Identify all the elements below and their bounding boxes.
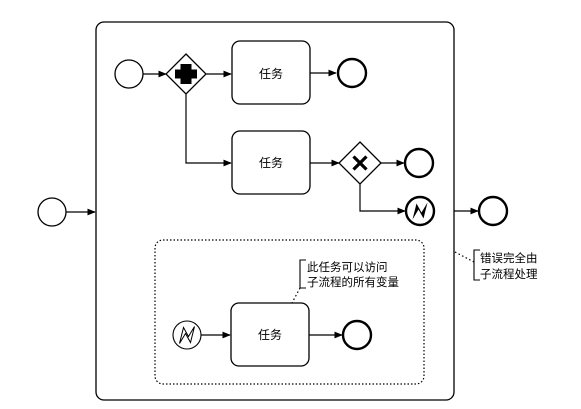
- annotation-line-2: 子流程的所有变量: [307, 275, 399, 289]
- annotation-bracket: [473, 249, 480, 281]
- outer-end-event[interactable]: [477, 195, 509, 227]
- flow-exclusive-to-error-end: [359, 184, 406, 215]
- end-event-top[interactable]: [336, 57, 368, 89]
- task-top[interactable]: 任务: [231, 40, 311, 105]
- annotation-line-2: 子流程处理: [480, 267, 538, 281]
- error-end-event[interactable]: [404, 195, 436, 227]
- annotation-association: [454, 251, 475, 263]
- inner-start-event[interactable]: [114, 59, 144, 89]
- flow-parallel-to-task-middle: [185, 94, 232, 167]
- annotation-error-handling: 错误完全由 子流程处理: [454, 249, 538, 281]
- end-event-event-subprocess[interactable]: [341, 319, 373, 351]
- parallel-gateway[interactable]: [165, 53, 207, 95]
- end-event-middle[interactable]: [403, 147, 435, 179]
- x-icon: [352, 155, 368, 171]
- annotation-variable-access: 此任务可以访问 子流程的所有变量: [291, 259, 399, 304]
- task-event-sub-label: 任务: [258, 327, 282, 342]
- outer-start-event[interactable]: [37, 197, 67, 227]
- task-middle-label: 任务: [259, 155, 283, 170]
- error-start-event[interactable]: [172, 320, 202, 350]
- annotation-bracket: [299, 259, 306, 289]
- annotation-line-1: 此任务可以访问: [307, 260, 388, 274]
- annotation-association: [291, 287, 301, 304]
- plus-icon: [175, 64, 197, 84]
- annotation-line-1: 错误完全由: [480, 251, 538, 265]
- event-subprocess[interactable]: [154, 239, 425, 385]
- task-top-label: 任务: [259, 66, 283, 81]
- error-icon: [412, 202, 428, 220]
- error-icon: [179, 326, 195, 344]
- task-middle[interactable]: 任务: [231, 130, 311, 195]
- task-event-subprocess[interactable]: 任务: [230, 302, 310, 367]
